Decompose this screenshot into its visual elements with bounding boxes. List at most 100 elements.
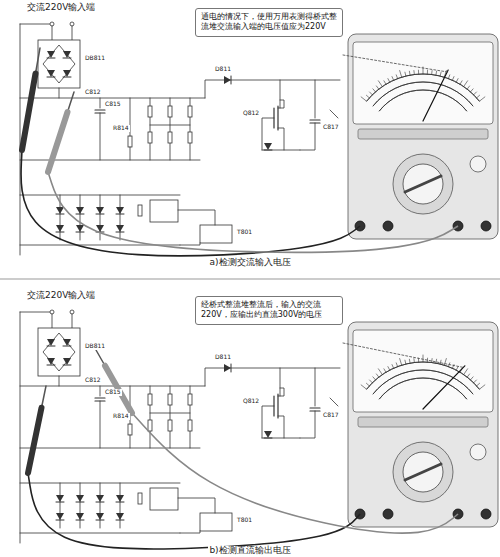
probe-jack	[383, 509, 393, 519]
caption-text: b)检测直流输出电压	[208, 546, 291, 556]
resistor-symbol	[188, 106, 192, 117]
wire	[180, 531, 200, 533]
wire	[20, 312, 21, 543]
wire	[20, 533, 180, 534]
panel-illustration	[20, 22, 498, 256]
callout-text: 通电的情况下，使用万用表测得桥式整流堆交流输入端的电压值应为220V	[201, 12, 337, 33]
connector-body	[200, 513, 232, 531]
scale-tick	[477, 383, 480, 386]
leader-line	[343, 55, 448, 72]
diode-symbol	[56, 214, 64, 215]
resistor-symbol	[188, 420, 192, 431]
wire	[120, 483, 121, 528]
diode-symbol	[47, 358, 55, 365]
diode-symbol	[224, 364, 231, 372]
part-label: R814	[112, 413, 130, 420]
diode-symbol	[96, 502, 104, 503]
diode-symbol	[116, 214, 124, 215]
meter-needle	[423, 366, 465, 409]
wire	[59, 88, 60, 98]
wire	[80, 483, 81, 528]
wire	[20, 98, 205, 99]
diode-symbol	[63, 339, 71, 346]
scale-tick	[467, 86, 469, 89]
wire	[20, 24, 21, 255]
probe-tip	[36, 48, 41, 74]
diode-symbol	[56, 495, 64, 502]
probe-jack	[481, 509, 491, 519]
callout-box: 经桥式整流堆整流后，输入的交流220V，应输出约直流300V的电压	[195, 296, 343, 325]
diode-symbol	[47, 346, 55, 347]
wire	[80, 195, 81, 240]
diode-symbol	[56, 520, 64, 521]
wire	[180, 243, 200, 245]
part-label: T801	[236, 229, 253, 236]
wire	[315, 80, 316, 118]
scale-tick	[418, 70, 419, 74]
range-dial-knob	[403, 452, 443, 492]
scale-tick	[409, 71, 411, 75]
resistor-symbol	[148, 394, 152, 405]
diode-symbol	[63, 365, 71, 366]
diode-symbol	[63, 358, 71, 365]
panel-illustration	[20, 310, 498, 549]
diode-symbol	[56, 513, 64, 520]
scale-tick	[409, 359, 411, 363]
resistor-symbol	[128, 136, 132, 147]
diode-symbol	[76, 502, 84, 503]
scale-tick	[384, 81, 386, 84]
scale-tick	[366, 383, 369, 386]
bridge-rectifier-body	[38, 328, 80, 376]
meter-scale-arc	[379, 90, 467, 111]
diode-symbol	[76, 214, 84, 215]
range-dial-ring	[393, 442, 453, 502]
red-probe	[105, 366, 132, 413]
resistor-symbol	[148, 420, 152, 431]
diode-symbol	[63, 346, 71, 347]
diode-symbol	[224, 76, 231, 84]
wire	[280, 80, 281, 108]
scale-tick	[388, 79, 390, 83]
wire	[60, 483, 61, 528]
multimeter-body	[348, 34, 498, 239]
mosfet-symbol	[278, 128, 284, 150]
wire	[100, 483, 101, 528]
wire	[20, 448, 200, 449]
scale-tick	[400, 359, 402, 366]
diode-symbol	[56, 225, 64, 232]
scale-tick	[474, 380, 477, 383]
scale-tick	[388, 367, 390, 371]
black-probe	[28, 408, 42, 473]
terminal	[70, 22, 74, 26]
scale-tick	[456, 79, 458, 83]
diode-symbol	[76, 513, 84, 520]
wire	[52, 314, 53, 328]
mosfet-symbol	[278, 416, 284, 438]
wire	[150, 125, 190, 126]
scale-tick	[470, 377, 473, 380]
mosfet-symbol	[278, 388, 284, 396]
wire	[20, 160, 200, 161]
resistor-symbol	[128, 424, 132, 435]
resistor-symbol	[148, 132, 152, 143]
red-probe	[48, 112, 68, 172]
probe-tip	[68, 92, 75, 112]
diode-symbol	[76, 495, 84, 502]
connector-body	[200, 225, 232, 243]
scale-tick	[431, 71, 432, 75]
probe-tip	[42, 386, 47, 408]
terminal-label: 交流220V输入端	[26, 3, 96, 13]
probe-lead	[28, 473, 360, 549]
probe-lead	[21, 150, 360, 256]
diode-symbol	[47, 51, 55, 58]
callout-box: 通电的情况下，使用万用表测得桥式整流堆交流输入端的电压值应为220V	[195, 8, 343, 37]
scale-tick	[423, 355, 424, 362]
wire	[315, 368, 316, 406]
diode-symbol	[63, 51, 71, 58]
scale-tick	[440, 72, 442, 76]
diode-symbol	[63, 70, 71, 77]
terminal	[70, 310, 74, 314]
meter-needle	[423, 70, 448, 121]
diode-symbol	[76, 207, 84, 214]
wire	[20, 386, 205, 387]
